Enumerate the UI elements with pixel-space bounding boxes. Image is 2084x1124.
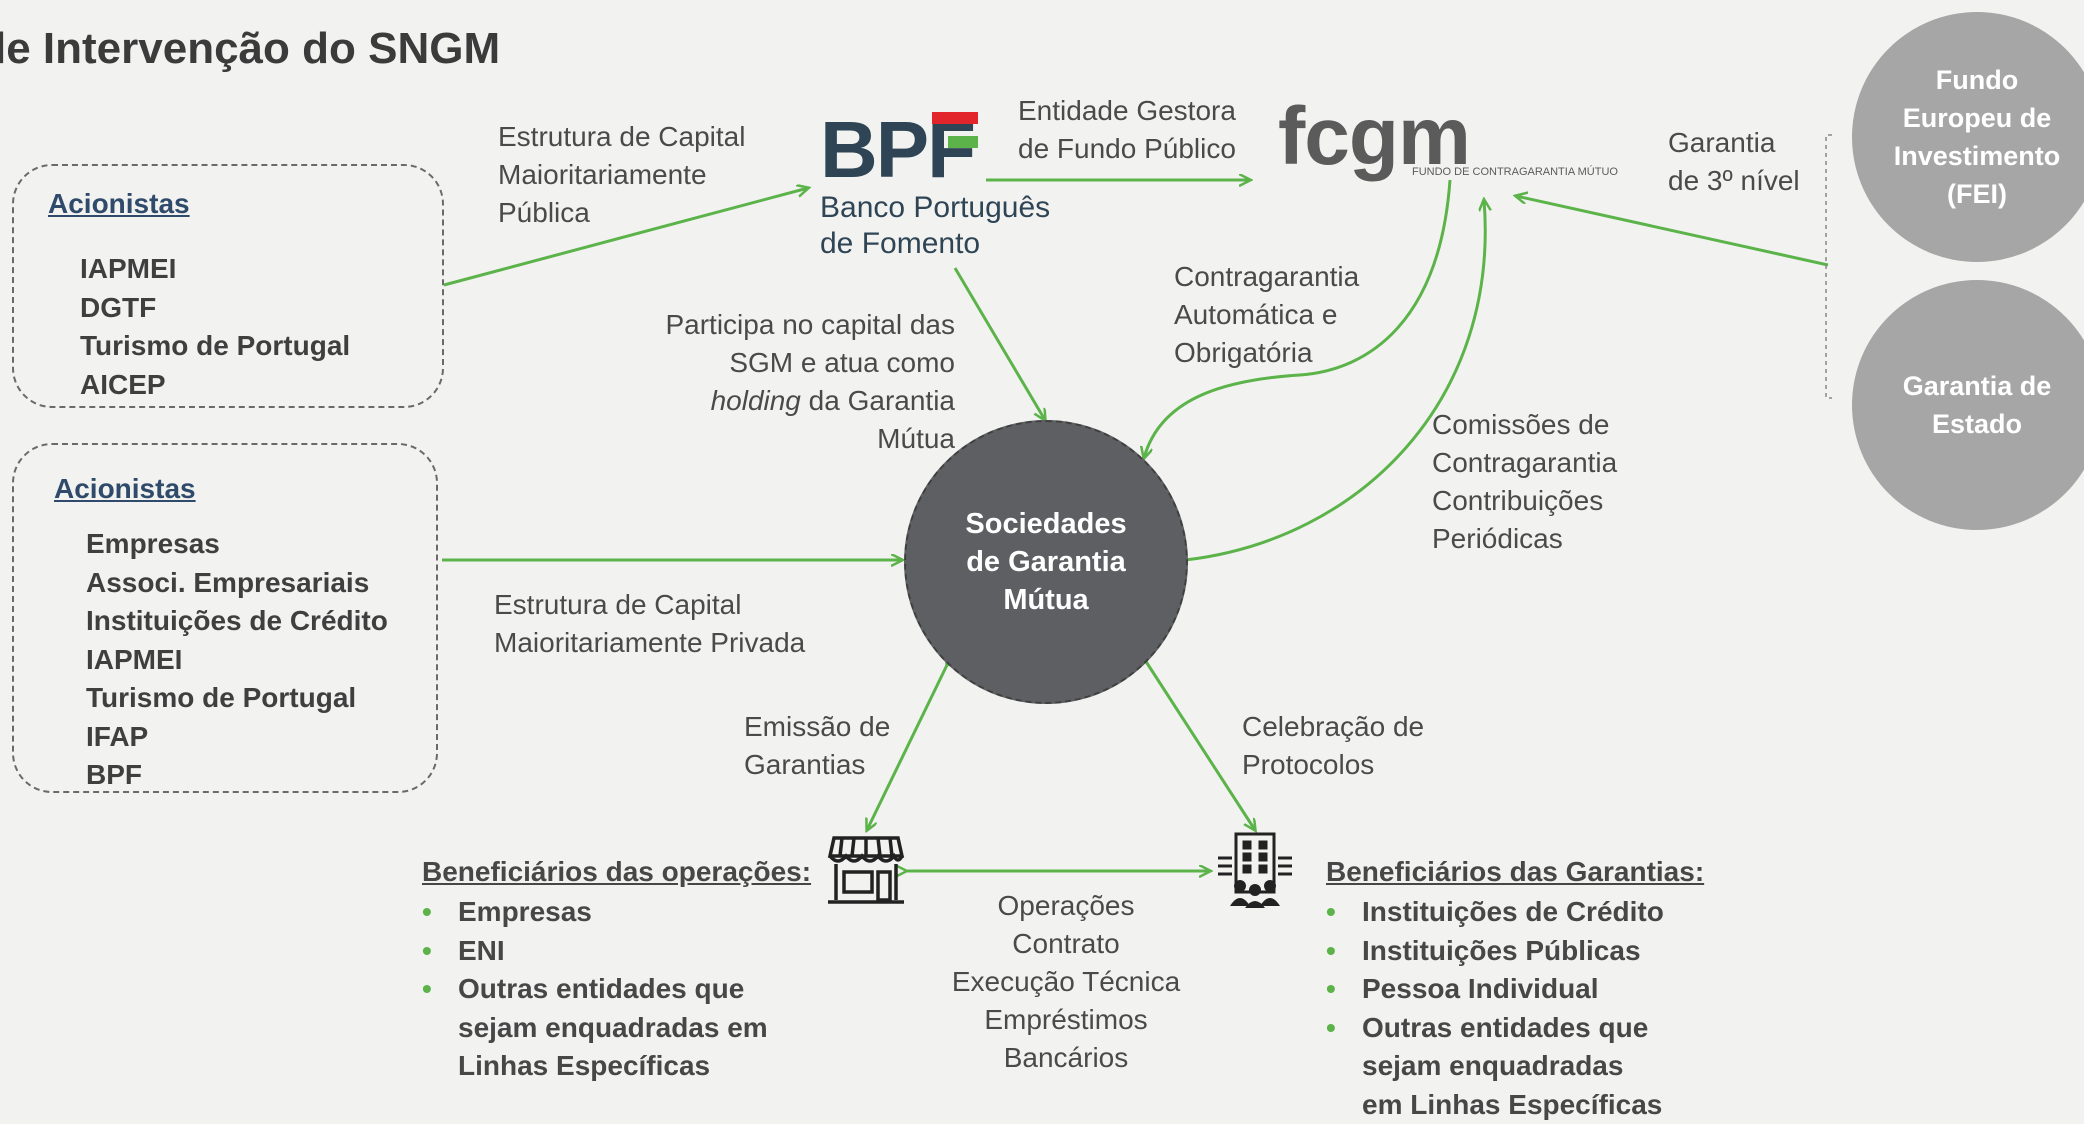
entity-manager-label: Entidade Gestora de Fundo Público [1018, 92, 1236, 168]
bracket [1826, 135, 1832, 398]
shareholders-private-heading: Acionistas [54, 473, 196, 505]
storefront-icon [826, 834, 906, 906]
arrow-sgm-bank [1145, 660, 1255, 830]
list-item: DGTF [80, 289, 350, 328]
shareholders-public-list: IAPMEI DGTF Turismo de Portugal AICEP [80, 250, 350, 404]
bank-building-icon [1212, 830, 1298, 910]
list-item: ENI [422, 932, 792, 971]
state-guarantee-circle: Garantia de Estado [1852, 280, 2084, 530]
list-item: Instituições de Crédito [86, 602, 388, 641]
list-item: Associ. Empresariais [86, 564, 388, 603]
counter-guarantee-label: Contragarantia Automática e Obrigatória [1174, 258, 1359, 372]
list-item: Instituições de Crédito [1326, 893, 1666, 932]
bpf-logo-accent-2 [948, 136, 978, 148]
list-item: IAPMEI [80, 250, 350, 289]
fcgm-subtitle: FUNDO DE CONTRAGARANTIA MÚTUO [1412, 166, 1618, 178]
issuance-label: Emissão de Garantias [744, 708, 890, 784]
list-item: BPF [86, 756, 388, 795]
beneficiaries-guarantees-list: Instituições de Crédito Instituições Púb… [1326, 893, 1666, 1124]
protocols-label: Celebração de Protocolos [1242, 708, 1424, 784]
shareholders-private-list: Empresas Associ. Empresariais Instituiçõ… [86, 525, 388, 795]
sgm-circle: Sociedades de Garantia Mútua [904, 420, 1188, 704]
list-item: AICEP [80, 366, 350, 405]
shareholders-public-heading: Acionistas [48, 188, 190, 220]
participates-label: Participa no capital das SGM e atua como… [620, 306, 955, 458]
shareholders-public-box: Acionistas IAPMEI DGTF Turismo de Portug… [12, 164, 444, 408]
capital-private-label: Estrutura de Capital Maioritariamente Pr… [494, 586, 805, 662]
list-item: Instituições Públicas [1326, 932, 1666, 971]
beneficiaries-operations-heading: Beneficiários das operações: [422, 856, 811, 888]
bpf-name: Banco Português de Fomento [820, 190, 1050, 262]
operations-label: Operações Contrato Execução Técnica Empr… [916, 887, 1216, 1077]
list-item: Empresas [86, 525, 388, 564]
commissions-label: Comissões de Contragarantia Contribuiçõe… [1432, 406, 1617, 558]
guarantee-3rd-label: Garantia de 3º nível [1668, 124, 1800, 200]
list-item: Turismo de Portugal [86, 679, 388, 718]
list-item: IAPMEI [86, 641, 388, 680]
fei-circle: Fundo Europeu de Investimento (FEI) [1852, 12, 2084, 262]
list-item: Pessoa Individual [1326, 970, 1666, 1009]
bpf-logo-accent [932, 112, 978, 124]
list-item: Turismo de Portugal [80, 327, 350, 366]
capital-public-label: Estrutura de Capital Maioritariamente Pú… [498, 118, 745, 232]
list-item: Outras entidades que sejam enquadradas e… [1326, 1009, 1666, 1124]
arrow-bpf-to-sgm [955, 268, 1045, 420]
list-item: Empresas [422, 893, 792, 932]
list-item: IFAP [86, 718, 388, 757]
shareholders-private-box: Acionistas Empresas Associ. Empresariais… [12, 443, 438, 793]
list-item: Outras entidades que sejam enquadradas e… [422, 970, 792, 1086]
beneficiaries-operations-list: Empresas ENI Outras entidades que sejam … [422, 893, 792, 1086]
arrow-state-to-fcgm [1516, 196, 1828, 265]
beneficiaries-guarantees-heading: Beneficiários das Garantias: [1326, 856, 1704, 888]
